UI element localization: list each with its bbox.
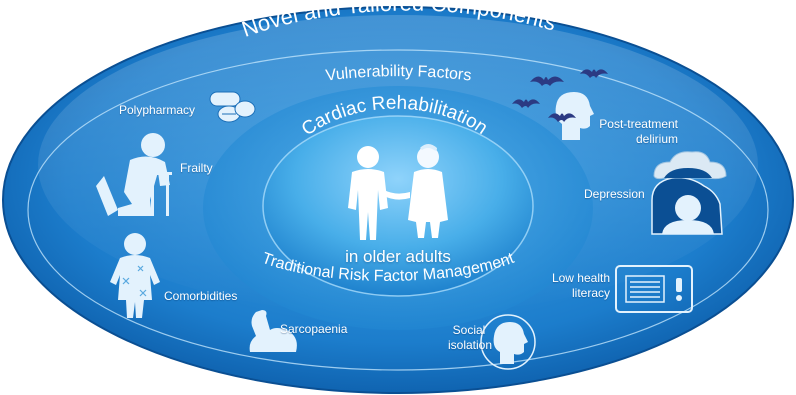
factor-frailty: Frailty	[180, 161, 213, 175]
social-isolation-line-2: isolation	[448, 338, 493, 352]
low-health-literacy-line-2: literacy	[571, 286, 610, 300]
arm-icon	[249, 310, 297, 352]
vulnerability-title: Vulnerability Factors	[325, 63, 473, 84]
head-silhouette-icon	[480, 314, 536, 370]
monitor-icon	[615, 265, 693, 313]
social-isolation-line-1: Social	[452, 323, 486, 337]
factor-social-isolation: Social isolation	[448, 323, 493, 353]
depression-cloud-icon	[651, 151, 727, 235]
factor-comorbidities: Comorbidities	[164, 289, 238, 303]
bats-icon	[512, 69, 608, 122]
factor-depression: Depression	[584, 187, 645, 201]
elderly-couple-icon	[348, 144, 448, 240]
walker-icon	[96, 133, 172, 216]
factor-low-health-literacy: Low health literacy	[550, 271, 610, 301]
delirium-line-2: delirium	[635, 132, 678, 146]
comorbidities-icon	[110, 233, 160, 318]
low-health-literacy-line-1: Low health	[551, 271, 610, 285]
factor-sarcopaenia: Sarcopaenia	[280, 322, 348, 336]
vulnerability-ring	[27, 49, 769, 371]
inner-ellipse	[263, 116, 533, 296]
delirium-line-1: Post-treatment	[599, 117, 678, 131]
delirium-head-icon	[555, 92, 594, 140]
pills-icon	[209, 91, 256, 123]
center-subtitle: in older adults	[345, 247, 451, 266]
factor-polypharmacy: Polypharmacy	[119, 103, 196, 117]
factor-post-treatment-delirium: Post-treatment delirium	[592, 117, 678, 147]
